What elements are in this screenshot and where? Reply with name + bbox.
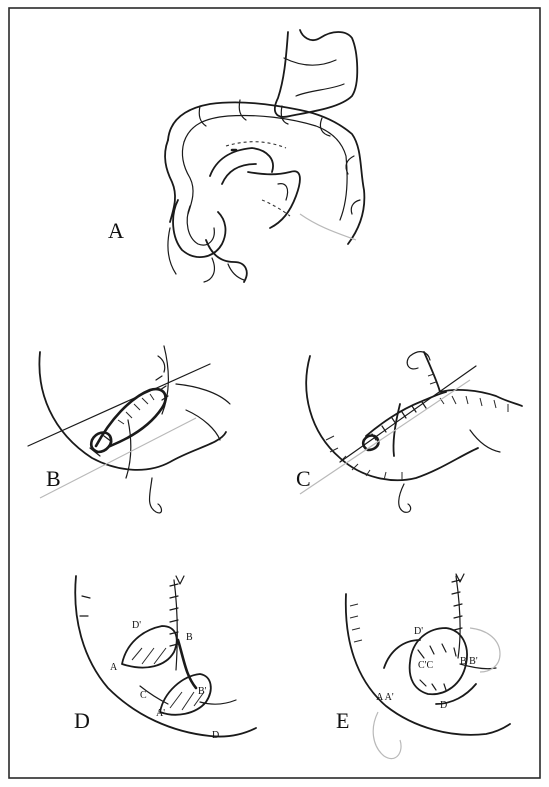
panel-d-marker-6: A' xyxy=(156,708,165,719)
panel-d-marker-2: B xyxy=(186,632,193,643)
panel-e-marker-5: D xyxy=(440,700,447,711)
panel-d-marker-3: A xyxy=(110,662,118,673)
panel-e-marker-2: C'C xyxy=(418,660,433,671)
panel-b-label: B xyxy=(46,466,61,491)
panel-e-marker-4: A A' xyxy=(376,692,394,703)
panel-d-label: D xyxy=(74,708,90,733)
panel-d-marker-7: D xyxy=(212,730,219,741)
panel-c-drawing xyxy=(300,352,522,513)
panel-a-label: A xyxy=(108,218,124,243)
panel-d-marker-1: D' xyxy=(132,620,141,631)
panel-e-marker-1: D' xyxy=(414,626,423,637)
panel-d-drawing xyxy=(75,576,256,737)
panel-e-label: E xyxy=(336,708,349,733)
panel-d-marker-5: B' xyxy=(198,686,207,697)
panel-c-label: C xyxy=(296,466,311,491)
panel-d-marker-4: C xyxy=(140,690,147,701)
panel-a-drawing xyxy=(165,30,364,282)
panel-e-marker-3: B B' xyxy=(460,656,478,667)
